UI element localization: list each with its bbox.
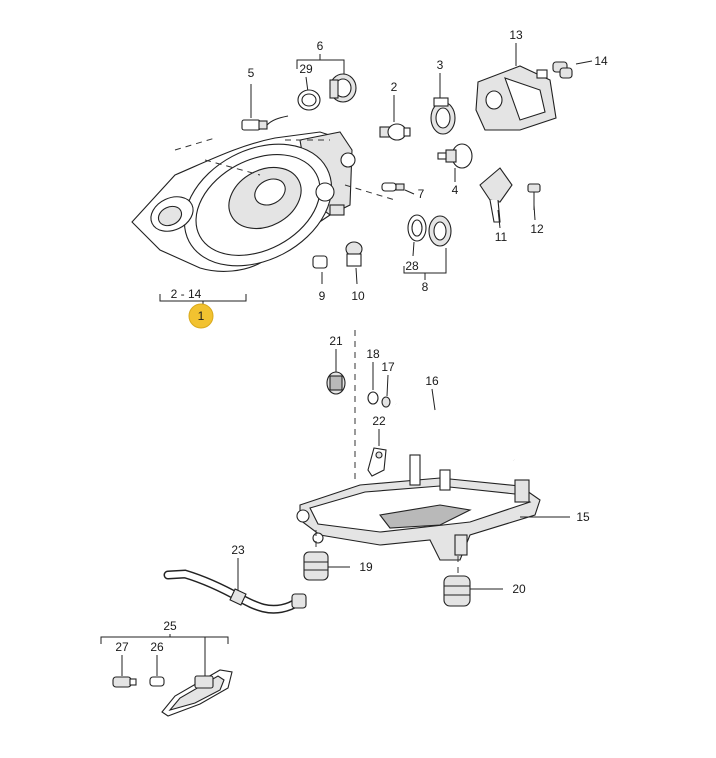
part-7-bulb [381, 182, 405, 192]
part-17-clip [381, 396, 391, 408]
part-27-socket [112, 676, 137, 688]
callout-23[interactable]: 23 [231, 543, 245, 557]
callout-8[interactable]: 8 [422, 280, 429, 294]
part-3-socket [430, 97, 456, 135]
callout-1[interactable]: 1 [198, 309, 205, 323]
part-18-washer [367, 391, 379, 405]
callout-5[interactable]: 5 [248, 66, 255, 80]
callout-4[interactable]: 4 [452, 183, 459, 197]
part-16-rod [395, 402, 516, 461]
callout-17[interactable]: 17 [381, 360, 395, 374]
callout-26[interactable]: 26 [150, 640, 164, 654]
callout-25[interactable]: 25 [163, 619, 177, 633]
part-20-mount [443, 575, 471, 607]
part-13-rear-cover [475, 65, 557, 131]
callout-13[interactable]: 13 [509, 28, 523, 42]
callout-9[interactable]: 9 [319, 289, 326, 303]
callout-19[interactable]: 19 [359, 560, 373, 574]
range-label-2-14: 2 - 14 [171, 287, 202, 301]
part-5-bulb [241, 84, 289, 131]
part-8-cap [428, 215, 452, 247]
callout-7[interactable]: 7 [418, 187, 425, 201]
headlamp-housing [131, 131, 356, 272]
callout-18[interactable]: 18 [366, 347, 380, 361]
part-21-grommet [326, 371, 346, 395]
callout-12[interactable]: 12 [530, 222, 544, 236]
callout-10[interactable]: 10 [351, 289, 365, 303]
part-19-mount [303, 551, 329, 581]
callout-6[interactable]: 6 [317, 39, 324, 53]
callout-16[interactable]: 16 [425, 374, 439, 388]
part-9-bulb [312, 255, 328, 269]
callout-27[interactable]: 27 [115, 640, 129, 654]
callout-21[interactable]: 21 [329, 334, 343, 348]
part-15-carrier-frame [296, 454, 541, 561]
part-14-clip [552, 61, 573, 79]
callout-1-highlight[interactable]: 1 [188, 303, 214, 329]
callout-20[interactable]: 20 [512, 582, 526, 596]
part-11-bracket [479, 167, 513, 223]
side-marker-lamp [161, 669, 233, 717]
part-26-bulb [149, 676, 165, 687]
part-23-hose [163, 569, 307, 614]
callout-15[interactable]: 15 [576, 510, 590, 524]
callout-22[interactable]: 22 [372, 414, 386, 428]
callout-29[interactable]: 29 [299, 62, 313, 76]
part-10-socket [345, 241, 363, 267]
callout-11[interactable]: 11 [495, 230, 508, 244]
callout-14[interactable]: 14 [594, 54, 608, 68]
callout-3[interactable]: 3 [437, 58, 444, 72]
callout-28[interactable]: 28 [405, 259, 419, 273]
part-2-bulb [379, 123, 411, 141]
part-6-cap [329, 73, 357, 103]
part-22-link [367, 447, 387, 477]
callout-2[interactable]: 2 [391, 80, 398, 94]
part-4-bulb [437, 143, 473, 169]
